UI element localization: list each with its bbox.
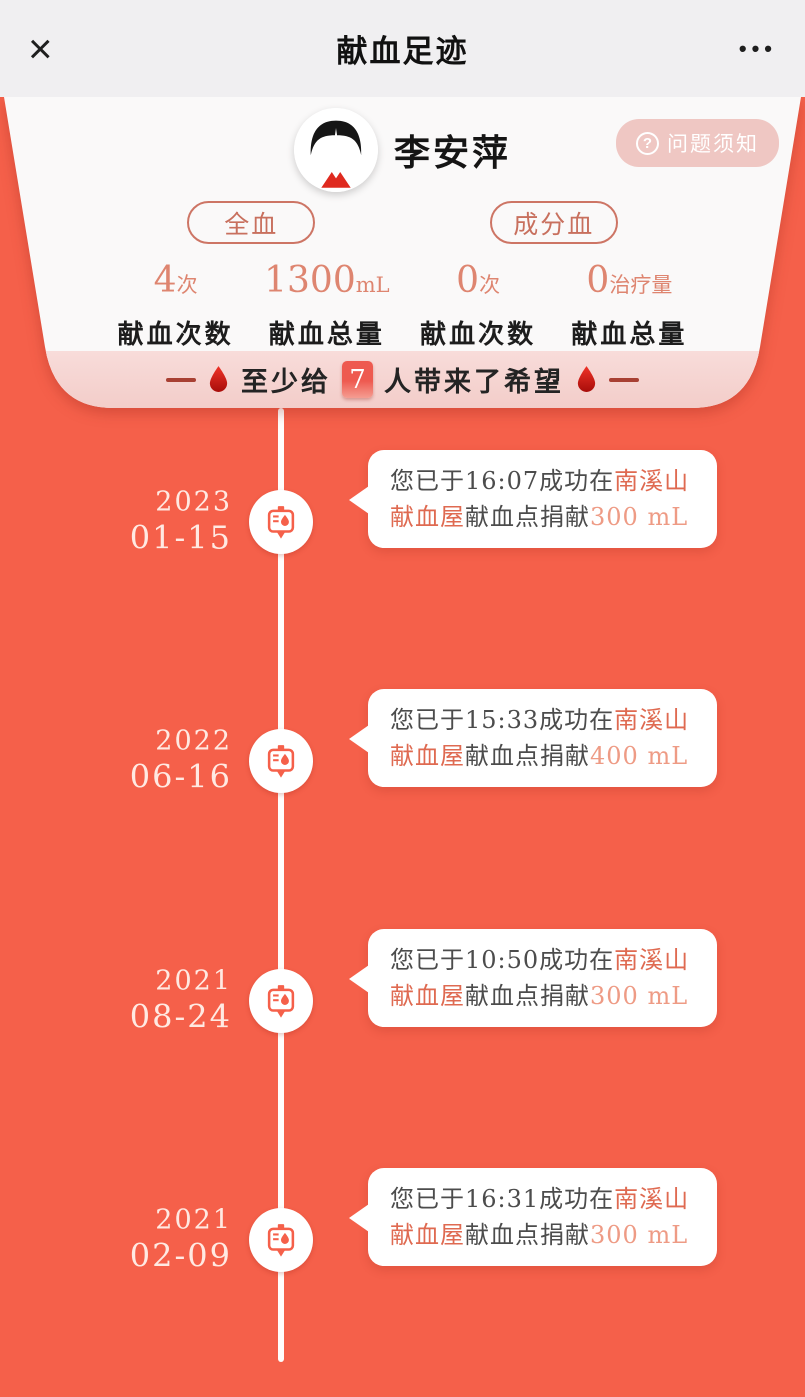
count-label: 献血次数	[420, 320, 537, 350]
bubble-arrow	[349, 725, 369, 753]
total-unit: 治疗量	[609, 273, 673, 297]
avatar	[294, 108, 378, 192]
msg-prefix: 您已于10:50成功在	[390, 946, 615, 974]
donation-year: 2021	[155, 1204, 232, 1236]
donation-message-bubble: 您已于16:31成功在南溪山献血屋献血点捐献300 mL	[349, 1168, 717, 1266]
component-blood-section: 成分血 0次 献血次数 0治疗量 献血总量	[403, 201, 706, 351]
donation-message-bubble: 您已于10:50成功在南溪山献血屋献血点捐献300 mL	[349, 929, 717, 1027]
msg-volume: 300 mL	[590, 982, 689, 1010]
dash-left	[166, 378, 196, 382]
hope-banner: 至少给 7 人带来了希望	[0, 351, 805, 408]
whole-blood-total: 1300mL 献血总量	[251, 260, 402, 351]
user-name: 李安萍	[393, 132, 511, 174]
bubble-arrow	[349, 1204, 369, 1232]
component-blood-count: 0次 献血次数	[403, 260, 554, 351]
timeline-line	[278, 408, 284, 1362]
total-label: 献血总量	[571, 320, 688, 350]
msg-middle: 献血点捐献	[465, 503, 590, 531]
hope-count-badge: 7	[342, 361, 373, 398]
question-circle-icon: ?	[636, 132, 659, 155]
total-unit: mL	[355, 273, 390, 297]
msg-middle: 献血点捐献	[465, 1221, 590, 1249]
blood-bag-icon	[249, 729, 313, 793]
msg-site: 南溪山献血屋	[390, 1185, 690, 1249]
donation-month-day: 02-09	[129, 1237, 232, 1275]
more-menu-icon[interactable]: •••	[738, 35, 777, 61]
dash-right	[609, 378, 639, 382]
hope-text-after: 人带来了希望	[384, 367, 564, 398]
donation-month-day: 01-15	[129, 519, 232, 557]
msg-site: 南溪山献血屋	[390, 946, 690, 1010]
donation-date: 2021 08-24	[130, 966, 232, 1037]
tab-whole-blood[interactable]: 全血	[187, 201, 315, 244]
msg-prefix: 您已于16:31成功在	[390, 1185, 615, 1213]
notice-button[interactable]: ? 问题须知	[616, 119, 779, 167]
donation-message-bubble: 您已于15:33成功在南溪山献血屋献血点捐献400 mL	[349, 689, 717, 787]
donation-year: 2021	[155, 965, 232, 997]
summary-card: 李安萍 ? 问题须知 全血 4次 献血次数 1300mL 献血总量	[0, 97, 805, 408]
msg-site: 南溪山献血屋	[390, 706, 690, 770]
msg-prefix: 您已于15:33成功在	[390, 706, 615, 734]
hope-text-before: 至少给	[241, 367, 331, 398]
donation-timeline: 2023 01-15 您已于16:07成功在南溪山献血屋献血点捐献300 mL …	[0, 408, 805, 1397]
total-value: 0	[586, 260, 610, 301]
close-icon[interactable]: ×	[28, 24, 53, 72]
count-unit: 次	[176, 273, 198, 297]
count-value: 4	[153, 260, 177, 301]
notice-label: 问题须知	[667, 132, 759, 156]
donation-date: 2023 01-15	[130, 487, 232, 558]
profile-row: 李安萍	[0, 97, 805, 193]
count-label: 献血次数	[117, 320, 234, 350]
bubble-arrow	[349, 965, 369, 993]
whole-blood-count: 4次 献血次数	[100, 260, 251, 351]
msg-prefix: 您已于16:07成功在	[390, 467, 615, 495]
msg-volume: 300 mL	[590, 1221, 689, 1249]
msg-middle: 献血点捐献	[465, 742, 590, 770]
blood-bag-icon	[249, 969, 313, 1033]
donation-date: 2022 06-16	[130, 726, 232, 797]
donation-message-bubble: 您已于16:07成功在南溪山献血屋献血点捐献300 mL	[349, 450, 717, 548]
donation-year: 2022	[155, 725, 232, 757]
blood-drop-icon	[575, 365, 598, 394]
count-unit: 次	[479, 273, 501, 297]
msg-volume: 300 mL	[590, 503, 689, 531]
donation-month-day: 08-24	[129, 998, 232, 1036]
blood-bag-icon	[249, 490, 313, 554]
blood-bag-icon	[249, 1208, 313, 1272]
whole-blood-section: 全血 4次 献血次数 1300mL 献血总量	[100, 201, 403, 351]
donation-date: 2021 02-09	[130, 1205, 232, 1276]
msg-site: 南溪山献血屋	[390, 467, 690, 531]
bubble-arrow	[349, 486, 369, 514]
donation-year: 2023	[155, 486, 232, 518]
blood-drop-icon	[207, 365, 230, 394]
page-title: 献血足迹	[336, 34, 469, 70]
msg-volume: 400 mL	[590, 742, 689, 770]
stats-area: 全血 4次 献血次数 1300mL 献血总量 成分血 0次	[0, 193, 805, 351]
donation-month-day: 06-16	[129, 758, 232, 796]
tab-component-blood[interactable]: 成分血	[490, 201, 618, 244]
component-blood-total: 0治疗量 献血总量	[554, 260, 705, 351]
total-label: 献血总量	[268, 320, 385, 350]
total-value: 1300	[264, 260, 356, 301]
count-value: 0	[456, 260, 480, 301]
navbar: × 献血足迹 •••	[0, 0, 805, 97]
msg-middle: 献血点捐献	[465, 982, 590, 1010]
